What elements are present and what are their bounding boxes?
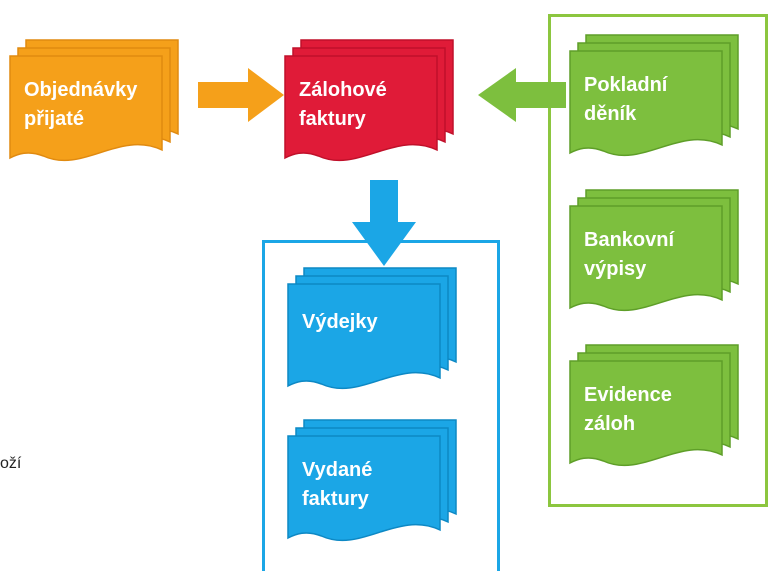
sources-group-frame bbox=[548, 14, 768, 507]
issued-invoices-label: Vydané faktury bbox=[302, 459, 373, 510]
advance-invoices-label: Zálohové faktury bbox=[299, 79, 387, 130]
document-front-page bbox=[569, 205, 723, 312]
arrow-right-icon bbox=[198, 68, 284, 122]
document-stack-shape bbox=[284, 39, 454, 162]
clipped-text-fragment: oží bbox=[0, 455, 22, 472]
document-front-page bbox=[9, 55, 163, 162]
document-front-page bbox=[569, 50, 723, 157]
document-stack-shape bbox=[569, 189, 739, 312]
document-front-page bbox=[287, 283, 441, 390]
arrow-down-icon bbox=[352, 180, 416, 266]
orders-received-label: Objednávky přijaté bbox=[24, 79, 138, 130]
bank-statements-label: Bankovní výpisy bbox=[584, 229, 675, 280]
document-stack-shape bbox=[569, 34, 739, 157]
advance-records-label: Evidence záloh bbox=[584, 384, 672, 435]
document-stack-shape bbox=[9, 39, 179, 162]
arrow-left-icon bbox=[478, 68, 566, 122]
document-front-page bbox=[287, 435, 441, 542]
document-stack-shape bbox=[287, 419, 457, 542]
delivery-notes-label: Výdejky bbox=[302, 311, 378, 333]
cash-book-label: Pokladní děník bbox=[584, 74, 668, 125]
document-stack-shape bbox=[287, 267, 457, 390]
document-front-page bbox=[569, 360, 723, 467]
document-stack-shape bbox=[569, 344, 739, 467]
document-front-page bbox=[284, 55, 438, 162]
